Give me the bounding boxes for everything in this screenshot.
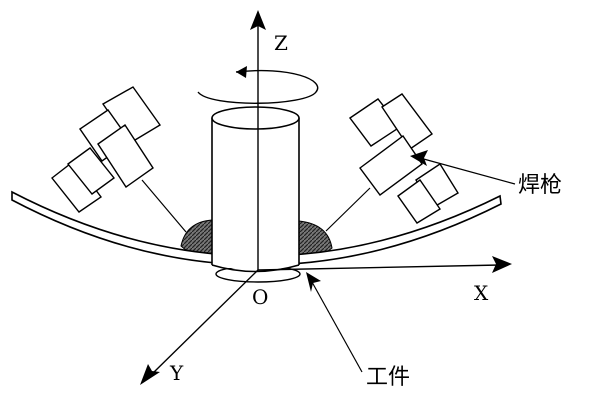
workpiece-leader-arrowhead — [306, 272, 321, 292]
y-axis-arrowhead — [140, 364, 160, 385]
y-axis-label: Y — [169, 361, 184, 385]
torch-leader-arrowhead — [410, 150, 428, 166]
workpiece-leader-line — [311, 281, 363, 373]
cylinder-top — [211, 106, 300, 130]
z-axis-label: Z — [274, 31, 288, 55]
x-axis-arrowhead — [492, 256, 512, 273]
welding-torch-label: 焊枪 — [518, 173, 562, 198]
curved-workpiece-plate — [11, 190, 502, 266]
z-axis-arrowhead — [250, 10, 266, 30]
cylinder-body — [212, 118, 299, 268]
origin-label: O — [252, 285, 268, 309]
workpiece-label: 工件 — [366, 365, 410, 390]
rotation-arrow — [197, 69, 319, 104]
y-axis — [151, 269, 259, 375]
x-axis — [257, 264, 501, 271]
x-axis-label: X — [474, 281, 489, 305]
torch-leader-line — [419, 157, 516, 185]
right-welding-torch — [325, 93, 459, 232]
left-welding-torch — [51, 86, 187, 233]
